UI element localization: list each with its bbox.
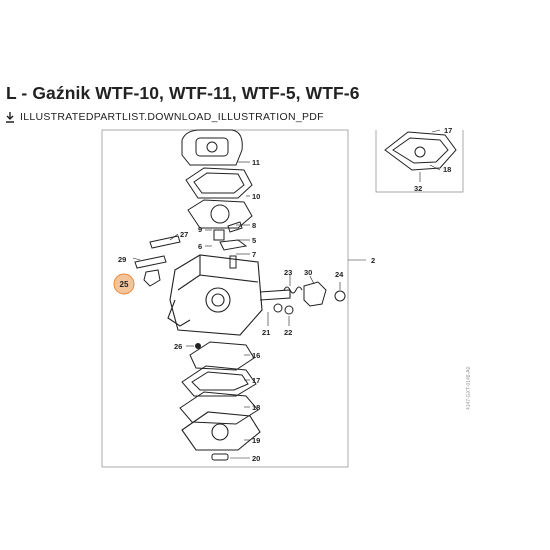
inset-gasket [384,131,457,171]
inset-callout-18[interactable]: 18 [443,165,451,174]
download-arrow-icon [6,112,14,123]
inset-callout-17[interactable]: 17 [444,126,452,135]
callout-20[interactable]: 20 [252,454,260,463]
part-gasket-upper [185,167,253,199]
inset-callout-32[interactable]: 32 [414,184,422,193]
callout-29[interactable]: 29 [118,255,126,264]
inset-frame [375,130,464,193]
callout-9[interactable]: 9 [198,225,202,234]
callout-26[interactable]: 26 [174,342,182,351]
download-link-label: ILLUSTRATEDPARTLIST.DOWNLOAD_ILLUSTRATIO… [20,111,324,123]
callout-2[interactable]: 2 [371,256,375,265]
callout-19[interactable]: 19 [252,436,260,445]
part-cover [181,129,243,166]
part-base-cover [181,411,261,451]
part-lever-assembly [213,221,248,269]
callout-30[interactable]: 30 [304,268,312,277]
callout-23[interactable]: 23 [284,268,292,277]
callout-17[interactable]: 17 [252,376,260,385]
callout-10[interactable]: 10 [252,192,260,201]
main-diagram-frame [101,129,349,468]
part-gaskets-lower [179,341,259,425]
part-screws [134,235,181,287]
callout-7[interactable]: 7 [252,250,256,259]
part-carburetor-body [167,254,291,336]
callout-21[interactable]: 21 [262,328,270,337]
callout-6[interactable]: 6 [198,242,202,251]
callout-22[interactable]: 22 [284,328,292,337]
callout-16[interactable]: 16 [252,351,260,360]
part-diaphragm [187,199,253,229]
callout-leader-lines [132,161,366,459]
part-plug [195,343,201,349]
part-screw-bottom [211,453,229,461]
part-spring-and-valve [273,281,346,315]
download-illustration-link[interactable]: ILLUSTRATEDPARTLIST.DOWNLOAD_ILLUSTRATIO… [4,111,324,123]
callout-24[interactable]: 24 [335,270,344,279]
callout-11[interactable]: 11 [252,158,260,167]
highlighted-part-marker[interactable] [113,273,135,295]
inset-leader-lines [419,129,441,182]
page-title: L - Gaźnik WTF-10, WTF-11, WTF-5, WTF-6 [6,83,360,103]
callout-25[interactable]: 25 [120,280,129,289]
callout-5[interactable]: 5 [252,236,256,245]
callout-8[interactable]: 8 [252,221,256,230]
callout-27[interactable]: 27 [180,230,188,239]
callout-18[interactable]: 18 [252,403,260,412]
